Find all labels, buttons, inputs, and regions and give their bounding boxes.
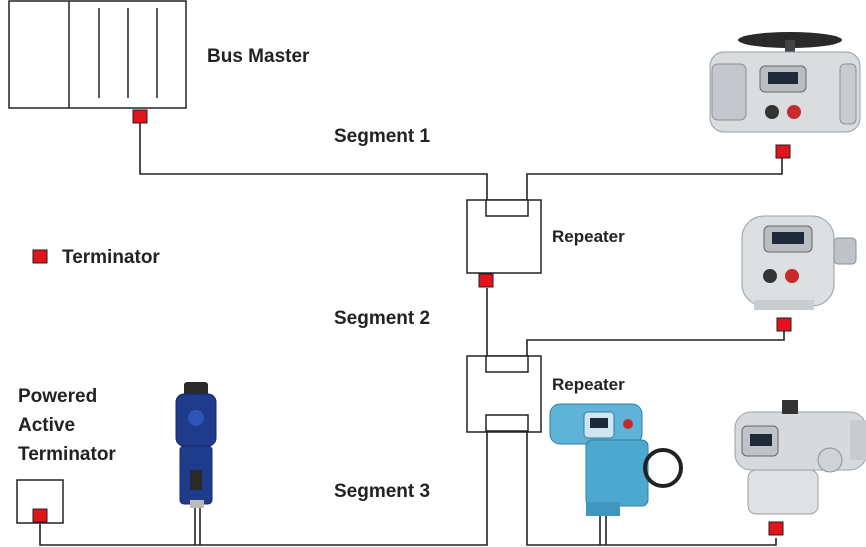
repeater1-label: Repeater — [552, 227, 625, 246]
pat-label-line2: Active — [18, 415, 75, 436]
segment2-label: Segment 2 — [334, 308, 430, 329]
segment1-label: Segment 1 — [334, 126, 431, 147]
actuator-2-icon — [741, 215, 857, 310]
segment3-cable-right — [526, 420, 777, 546]
pat-device-icon — [175, 382, 217, 508]
segment1-cable — [139, 120, 488, 210]
actuator-1-icon — [709, 32, 861, 133]
bus-master-terminator — [132, 109, 148, 124]
legend-terminator-icon — [32, 249, 48, 264]
segment3-cable-left — [39, 420, 488, 546]
repeater-1 — [466, 199, 542, 274]
pat-label-line3: Terminator — [18, 444, 116, 465]
legend-terminator-label: Terminator — [62, 247, 160, 268]
actuator2-terminator — [776, 317, 792, 332]
pat-box — [16, 479, 64, 524]
actuator-4-icon — [734, 400, 866, 515]
segment3-label: Segment 3 — [334, 481, 430, 502]
actuator1-drop — [526, 158, 783, 210]
bus-master-label: Bus Master — [207, 46, 310, 67]
repeater2-label: Repeater — [552, 375, 625, 394]
repeater1-terminator — [478, 273, 494, 288]
bus-master — [8, 0, 187, 109]
repeater-2 — [466, 355, 542, 433]
actuator-3-icon — [549, 403, 683, 516]
pat-label-line1: Powered — [18, 386, 97, 407]
actuator1-terminator — [775, 144, 791, 159]
actuator2-drop — [526, 331, 785, 372]
actuator4-terminator — [768, 521, 784, 536]
